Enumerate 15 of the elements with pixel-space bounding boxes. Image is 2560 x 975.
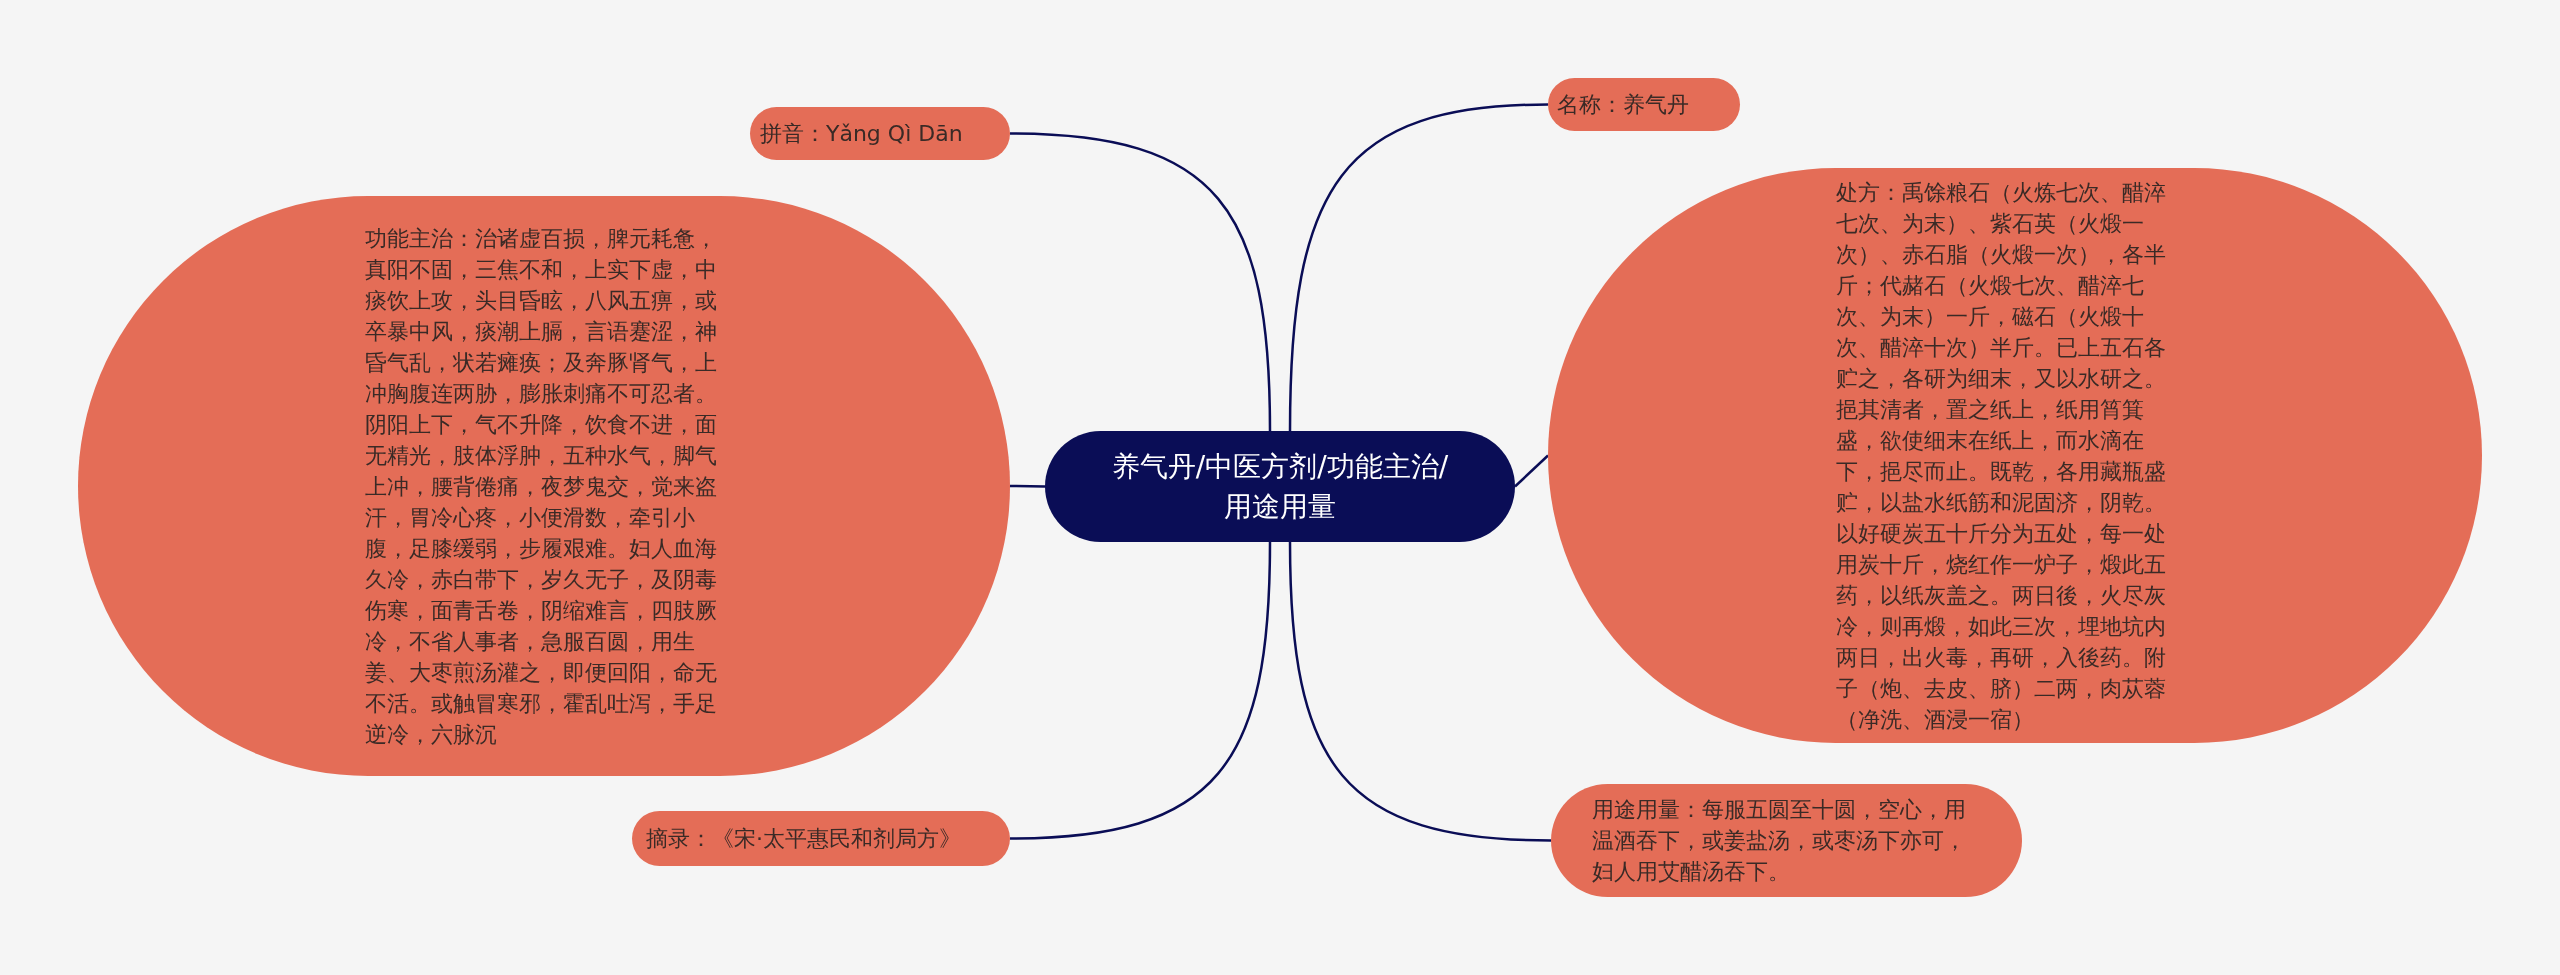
- topic-title: 养气丹/中医方剂/功能主治/用途用量: [1110, 448, 1450, 525]
- node-text: 处方：禹馀粮石（火炼七次、醋淬七次、为末）、紫石英（火煅一次）、赤石脂（火煅一次），各半斤；代赭石（火煅七次、醋淬七次、为末）一斤，磁石（火煅十次、醋淬十次）半斤。已上五石各贮之，各研为细末，又以水研之。挹其清者，置之纸上，纸用筲箕盛，欲使细末在纸上，而水滴在下，挹尽而止。既乾，各用藏瓶盛贮，以盐水纸筋和泥固济，阴乾。以好硬炭五十斤分为五处，每一处用炭十斤，烧红作一炉子，煅此五药，以纸灰盖之。两日後，火尽灰冷，则再煅，如此三次，埋地坑内两日，出火毒，再研，入後药。附子（炮、去皮、脐）二两，肉苁蓉（净洗、酒浸一宿）: [1836, 178, 2167, 734]
- node-text: 摘录：《宋·太平惠民和剂局方》: [646, 825, 962, 853]
- branch-node: [750, 107, 1010, 160]
- connector-line: [1514, 454, 1549, 488]
- node-text: 用途用量：每服五圆至十圆，空心，用温酒吞下，或姜盐汤，或枣汤下亦可，妇人用艾醋汤吞下。: [1591, 796, 1967, 886]
- node-text: 拼音：Yǎng Qì Dān: [760, 120, 964, 148]
- branch-node: [632, 811, 1010, 866]
- connector-line: [1288, 103, 1549, 432]
- node-text: 名称：养气丹: [1556, 91, 1690, 119]
- branch-node: [1548, 78, 1740, 131]
- node-text: 功能主治：治诸虚百损，脾元耗惫，真阳不固，三焦不和，上实下虚，中痰饮上攻，头目昏眩，八风五痹，或卒暴中风，痰潮上膈，言语蹇涩，神昏气乱，状若瘫痪；及奔豚肾气，上冲胸腹连两胁，膨胀刺痛不可忍者。阴阳上下，气不升降，饮食不进，面无精光，肢体浮肿，五种水气，脚气上冲，腰背倦痛，夜梦鬼交，觉来盗汗，胃冷心疼，小便滑数，牵引小腹，足膝缓弱，步履艰难。妇人血海久冷，赤白带下，岁久无子，及阴毒伤寒，面青舌卷，阴缩难言，四肢厥冷，不省人事者，急服百圆，用生姜、大枣煎汤灌之，即便回阳，命无不活。或触冒寒邪，霍乱吐泻，手足逆冷，六脉沉: [365, 224, 718, 749]
- connector-line: [1288, 541, 1552, 842]
- connector-line: [1010, 484, 1045, 488]
- connector-line: [1009, 132, 1272, 432]
